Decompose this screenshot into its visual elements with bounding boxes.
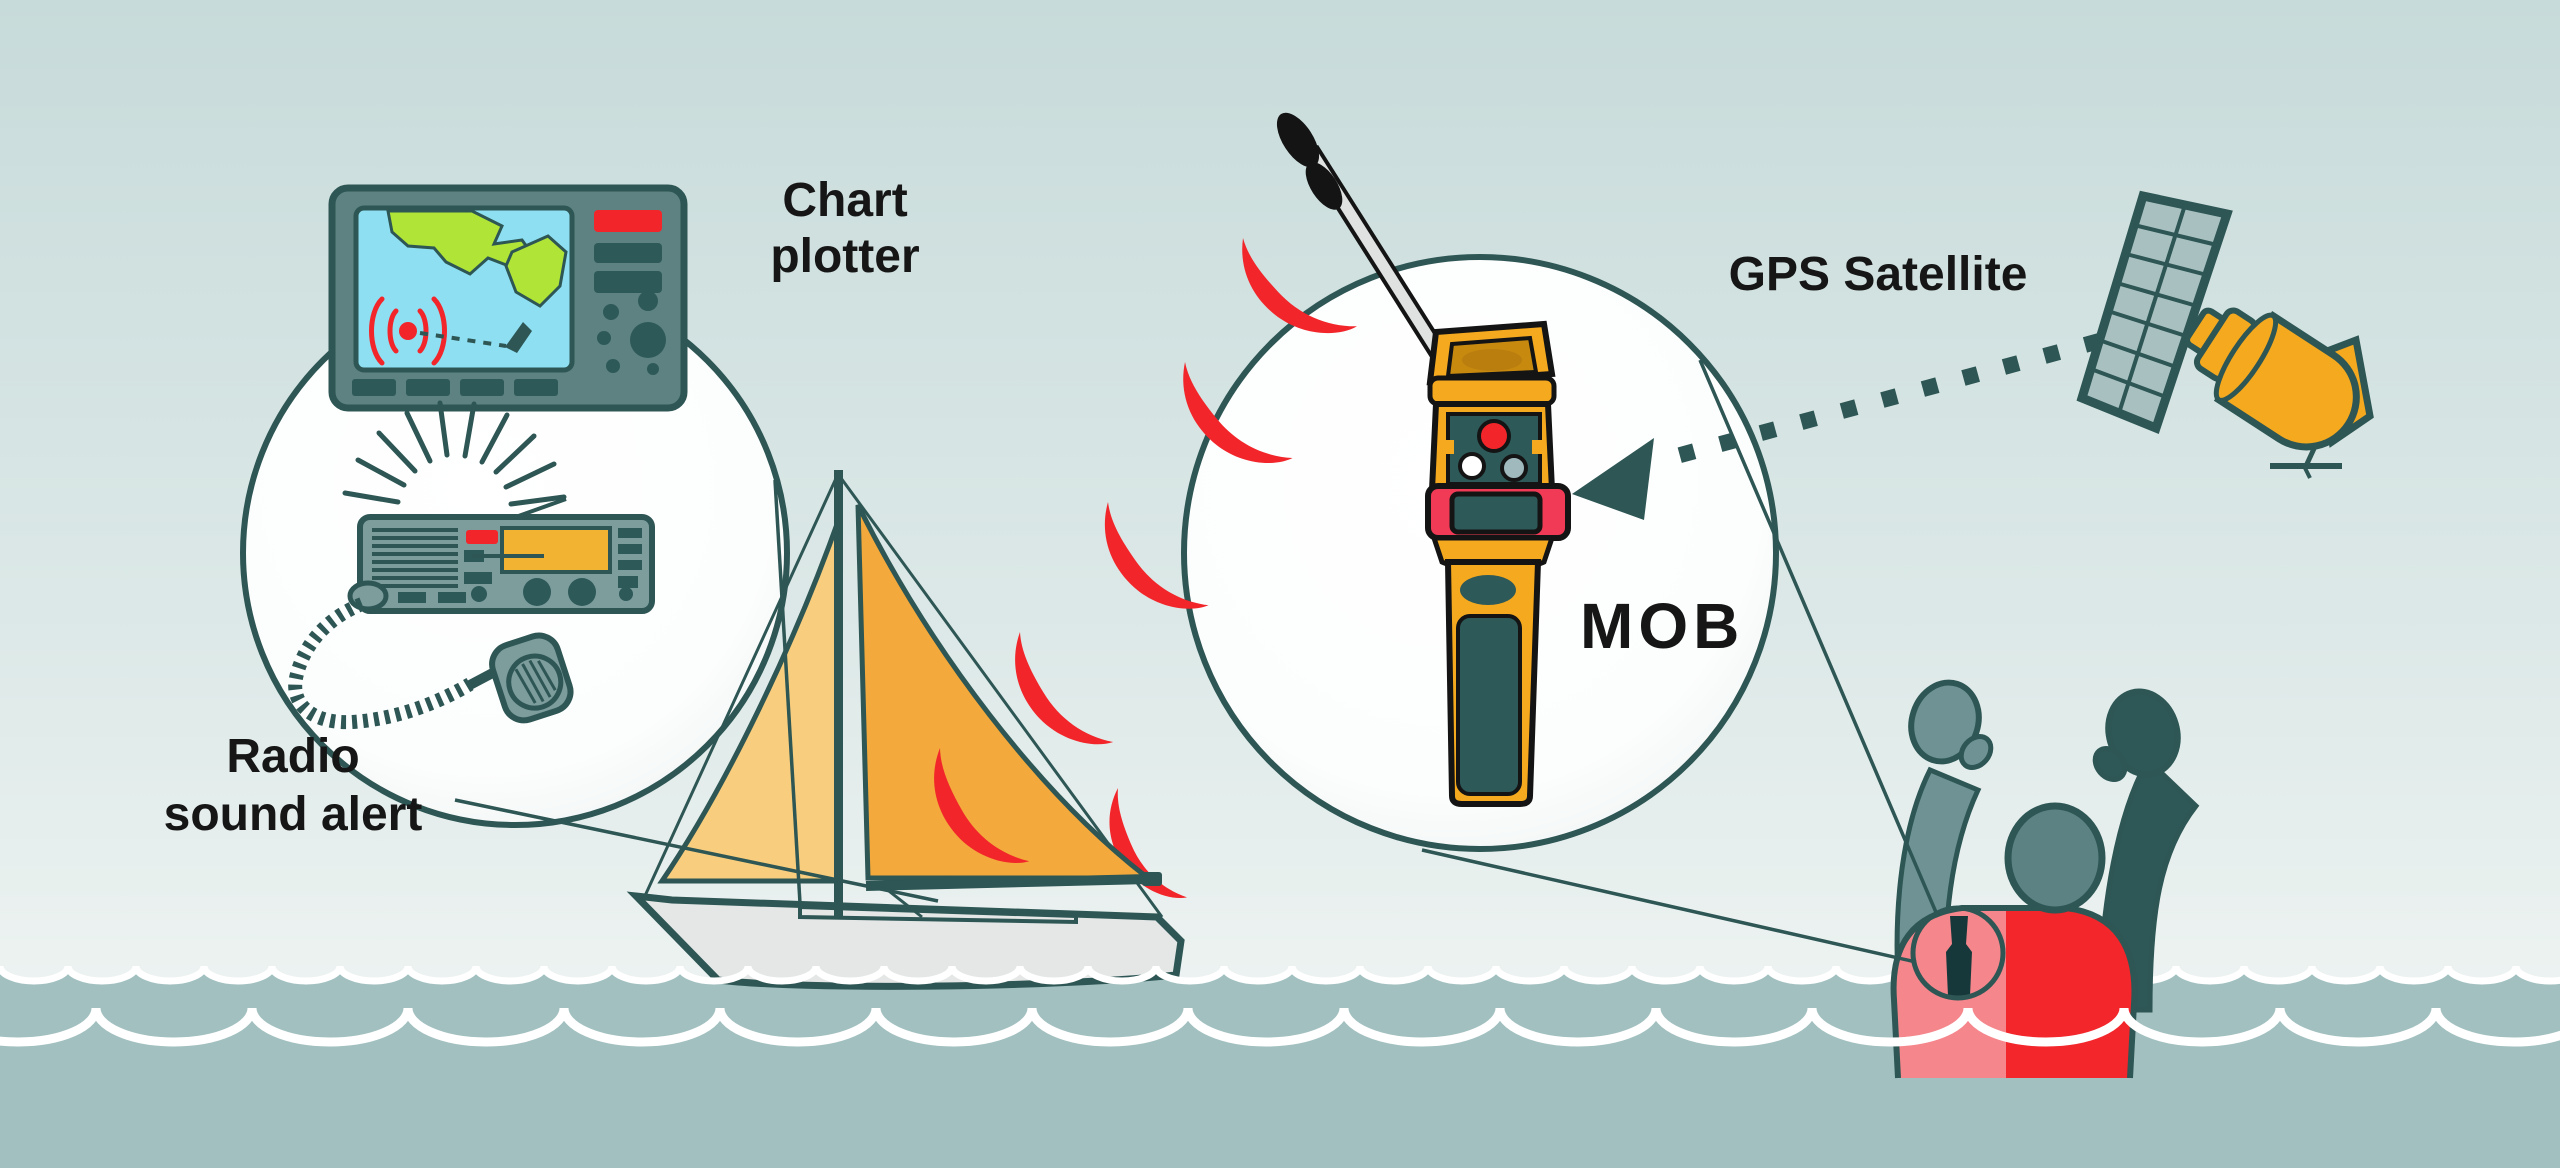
radio-sound-alert-label: Radio sound alert bbox=[164, 730, 423, 841]
boat-forestay bbox=[642, 473, 840, 899]
callout-leader-line bbox=[773, 479, 802, 904]
boat-boom bbox=[865, 874, 1151, 891]
beacon-highlight-circle bbox=[1910, 905, 2006, 1001]
boat-main-sail bbox=[855, 503, 1156, 881]
boat-jib-sail bbox=[657, 515, 843, 884]
chart-plotter-icon bbox=[328, 184, 688, 412]
radio-knob bbox=[568, 578, 596, 606]
callout-leader-line bbox=[454, 798, 939, 903]
satellite-solar-panel bbox=[2076, 190, 2233, 434]
callout-leader-lines bbox=[454, 359, 1940, 964]
beacon-activate-button bbox=[1477, 419, 1511, 453]
handset-microphone-icon bbox=[489, 632, 574, 724]
person-head bbox=[2004, 802, 2106, 914]
gps-satellite-icon bbox=[2076, 190, 2374, 479]
mob-label: MOB bbox=[1580, 590, 1744, 662]
chart-plotter-label: Chart plotter bbox=[770, 174, 919, 283]
radio-alert-label-line1: Radio bbox=[226, 730, 359, 783]
radio-display bbox=[500, 526, 612, 574]
beacon-screen bbox=[1449, 491, 1543, 535]
wave-crest-line-2 bbox=[0, 1007, 2560, 1047]
chart-plotter-knob bbox=[630, 322, 666, 358]
mob-beacon-icon bbox=[1276, 112, 1571, 807]
boat-mast bbox=[834, 470, 843, 917]
person-right-mitten bbox=[2092, 688, 2181, 782]
person-overboard-icon bbox=[1890, 679, 2200, 1079]
person-left-mitten bbox=[1908, 679, 1994, 770]
radio-alert-label-line2: sound alert bbox=[164, 788, 423, 841]
mob-position-marker bbox=[369, 296, 532, 366]
beacon-antenna-tip bbox=[1276, 112, 1343, 210]
wave-crest-line-1 bbox=[0, 965, 2560, 985]
vhf-radio-icon bbox=[288, 497, 655, 730]
chart-plotter-label-line1: Chart bbox=[782, 174, 907, 227]
chart-map-land bbox=[386, 209, 568, 308]
callout-leader-line bbox=[1698, 359, 1940, 918]
satellite-body bbox=[2184, 307, 2360, 451]
gps-satellite-label: GPS Satellite bbox=[1729, 248, 2028, 301]
radio-speaker-grille bbox=[372, 528, 458, 588]
radio-knob bbox=[523, 578, 551, 606]
chart-plotter-label-line2: plotter bbox=[770, 230, 919, 283]
gps-signal-arrowhead bbox=[1572, 438, 1654, 520]
handset-coiled-cord bbox=[288, 597, 474, 730]
chart-boat-cursor bbox=[505, 322, 532, 353]
sound-rays-icon bbox=[342, 400, 567, 507]
callout-leader-line bbox=[1421, 848, 1917, 964]
chart-plotter-buttons bbox=[352, 210, 666, 396]
sailboat-icon bbox=[626, 470, 1185, 990]
sea-water bbox=[0, 966, 2560, 1168]
radio-distress-button bbox=[466, 530, 498, 544]
personal-beacon-on-vest bbox=[1946, 916, 1972, 996]
